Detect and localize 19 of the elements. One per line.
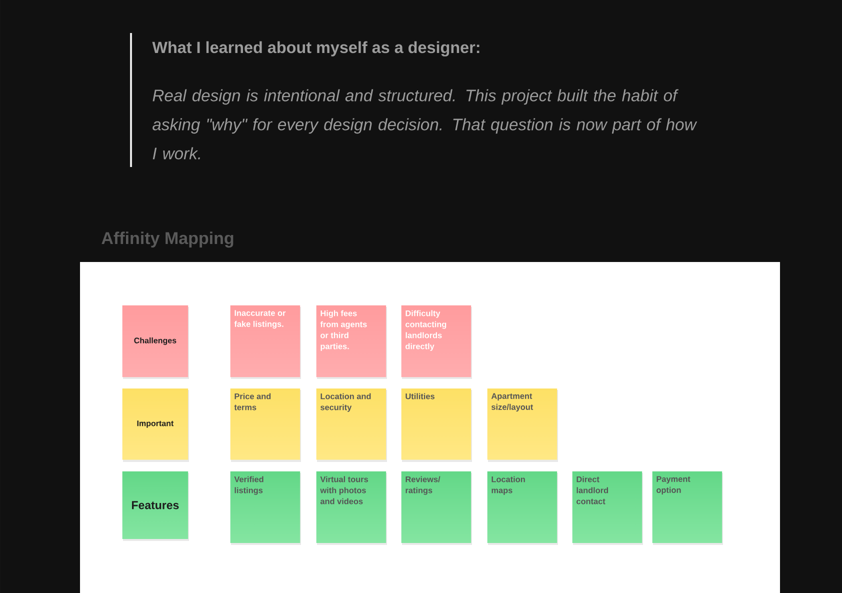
sticky-note: Location and security bbox=[316, 388, 387, 462]
sticky-note: Location maps bbox=[487, 471, 558, 545]
sticky-note: Inaccurate or fake listings. bbox=[230, 305, 301, 379]
sticky-note: High fees from agents or third parties. bbox=[316, 305, 387, 379]
sticky-note: Virtual tours with photos and videos bbox=[316, 471, 387, 545]
sticky-note: Challenges bbox=[122, 305, 189, 379]
sticky-note: Difficulty contacting landlords directly bbox=[401, 305, 472, 379]
sticky-note: Reviews/ ratings bbox=[401, 471, 472, 545]
quote-text: Real design is intentional and structured. This project built the habit of asking "why" for every design decision. That question is now part of how I work. bbox=[152, 89, 698, 160]
sticky-note: Price and terms bbox=[230, 388, 301, 462]
quote-heading: What I learned about myself as a designer: bbox=[152, 41, 480, 56]
sticky-note: Apartment size/layout bbox=[487, 388, 558, 462]
sticky-note: Utilities bbox=[401, 388, 472, 462]
sticky-note: Important bbox=[122, 388, 189, 462]
section-heading: Affinity Mapping bbox=[102, 232, 234, 248]
sticky-note: Verified listings bbox=[230, 471, 301, 545]
sticky-note: Payment option bbox=[652, 471, 723, 545]
sticky-note: Features bbox=[122, 471, 189, 541]
sticky-note: Direct landlord contact bbox=[572, 471, 643, 545]
